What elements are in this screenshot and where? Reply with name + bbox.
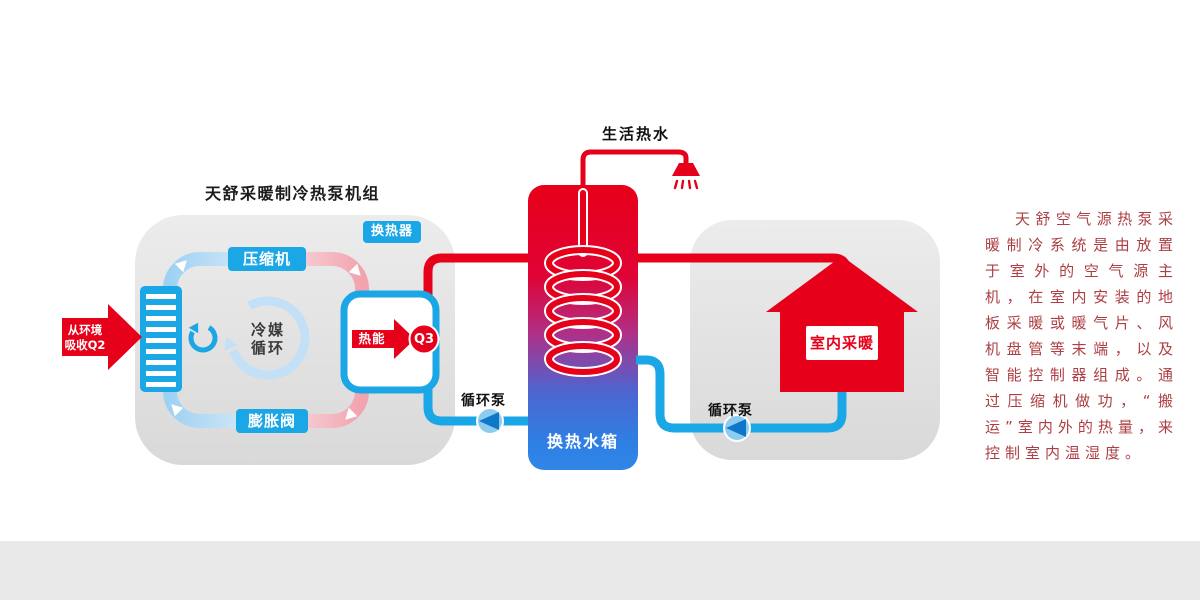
- circulation-pump-left-icon: [476, 407, 504, 435]
- cold-return-pipe-right: [636, 355, 847, 433]
- expansion-valve-label: 膨胀阀: [236, 409, 308, 433]
- evaporator-coil: [140, 286, 182, 392]
- env-absorb-line1: 从环境: [67, 323, 103, 337]
- indoor-heating-label: 室内采暖: [806, 326, 878, 360]
- refrigerant-cycle-line2: 循环: [250, 339, 285, 357]
- domestic-hot-water-pipe: [580, 149, 689, 196]
- q3-label: Q3: [413, 332, 435, 347]
- diagram-title: 天舒采暖制冷热泵机组: [205, 184, 381, 203]
- compressor-label: 压缩机: [228, 247, 306, 271]
- cycle-icon: [188, 322, 218, 353]
- q3-circle: [408, 323, 440, 355]
- hot-supply-pipe-left: [423, 253, 530, 320]
- refrigerant-cycle-arrow-icon: [224, 296, 310, 380]
- heat-exchanger-badge: 换热器: [363, 221, 421, 243]
- env-absorb-line2: 吸收Q2: [64, 338, 106, 352]
- circulation-pump-right-label: 循环泵: [708, 403, 753, 419]
- domestic-hot-water-label: 生活热水: [602, 125, 671, 143]
- house-shape: [766, 256, 918, 392]
- env-absorb-label: 从环境 吸收Q2: [62, 323, 108, 353]
- heat-energy-label: 热能: [358, 331, 386, 346]
- refrigerant-cycle-label: 冷媒 循环: [238, 321, 298, 357]
- heat-energy-arrow: [352, 319, 415, 359]
- tank-label: 换热水箱: [546, 432, 619, 451]
- shower-icon: [672, 163, 700, 190]
- circulation-pump-right-icon: [723, 414, 751, 442]
- refrigerant-cycle-line1: 冷媒: [250, 321, 285, 339]
- circulation-pump-left-label: 循环泵: [461, 393, 506, 409]
- loop-flow-arrow-icons: [171, 260, 361, 420]
- env-heat-arrow: [62, 304, 142, 370]
- cold-return-pipe-left: [423, 360, 530, 426]
- tank-coil: [544, 188, 622, 377]
- system-description: 天舒空气源热泵采暖制冷系统是由放置于室外的空气源主机，在室内安装的地板采暖或暖气…: [985, 210, 1178, 462]
- footer-bar: [0, 541, 1200, 600]
